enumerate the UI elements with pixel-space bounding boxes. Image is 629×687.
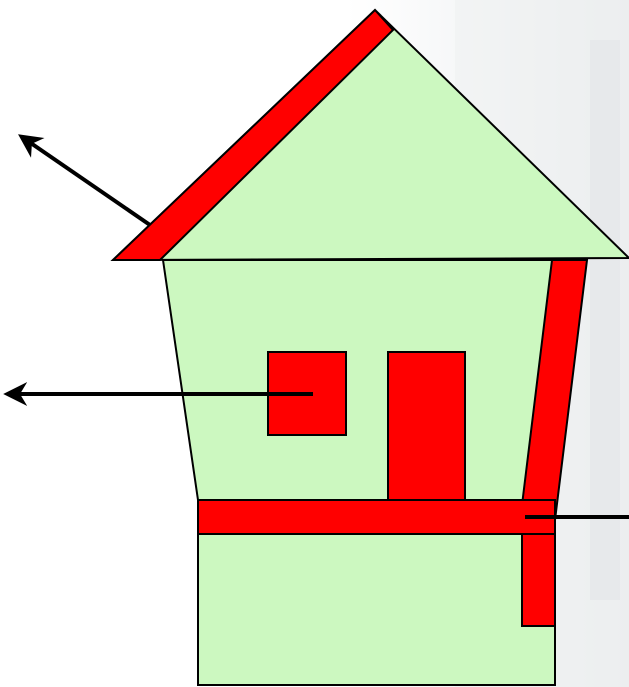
door (387, 351, 466, 501)
background-window-strip (590, 40, 620, 600)
roof-edge-arrow (18, 134, 152, 227)
roof-edge (110, 8, 395, 261)
upper-wall (161, 259, 587, 501)
floor-band (197, 499, 556, 535)
